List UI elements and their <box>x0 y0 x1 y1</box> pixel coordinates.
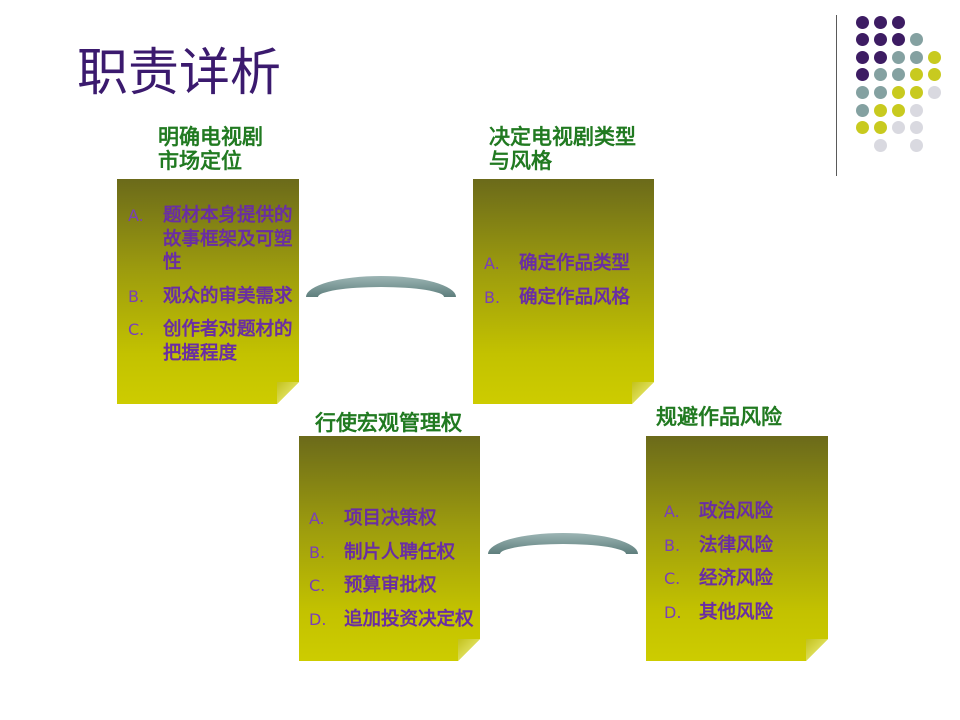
heading-line: 明确电视剧 <box>158 125 263 149</box>
item-label: B. <box>664 535 681 555</box>
decor-dot <box>909 103 923 117</box>
decor-dot <box>909 121 923 135</box>
decor-dot <box>855 50 869 64</box>
card-heading: 决定电视剧类型 与风格 <box>489 125 636 173</box>
folded-corner <box>806 639 828 661</box>
folded-corner <box>632 382 654 404</box>
decor-dot <box>891 15 905 29</box>
slide-title: 职责详析 <box>77 44 282 103</box>
heading-line: 行使宏观管理权 <box>315 411 462 435</box>
item-label: A. <box>309 509 325 528</box>
connector-arc <box>488 533 638 554</box>
list-item: B. 观众的审美需求 <box>128 285 299 309</box>
item-label: B. <box>484 287 501 307</box>
decor-dot <box>891 50 905 64</box>
item-list: A. 政治风险 B. 法律风险 C. 经济风险 D. 其他风险 <box>664 500 828 624</box>
item-label: A. <box>484 254 500 273</box>
folded-corner <box>458 639 480 661</box>
heading-line: 市场定位 <box>158 149 242 173</box>
list-item: A. 确定作品类型 <box>484 252 654 276</box>
list-item: D. 追加投资决定权 <box>309 608 480 632</box>
decor-dot <box>927 85 941 99</box>
item-label: B. <box>309 542 326 562</box>
decor-dot <box>909 50 923 64</box>
item-list: A. 确定作品类型 B. 确定作品风格 <box>484 252 654 309</box>
decor-dot <box>891 85 905 99</box>
decor-dot <box>891 103 905 117</box>
list-item: C. 预算审批权 <box>309 574 480 598</box>
decor-dot <box>909 138 923 152</box>
item-text: 题材本身提供的故事框架及可塑性 <box>163 205 293 273</box>
heading-line: 规避作品风险 <box>656 405 782 429</box>
decor-dot <box>909 85 923 99</box>
decor-dot <box>909 68 923 82</box>
item-label: C. <box>664 569 681 588</box>
card-heading: 明确电视剧 市场定位 <box>158 125 263 173</box>
item-text: 创作者对题材的把握程度 <box>163 319 293 364</box>
decor-dot <box>891 121 905 135</box>
item-text: 其他风险 <box>699 601 774 623</box>
item-label: B. <box>128 286 145 306</box>
list-item: A. 项目决策权 <box>309 507 480 531</box>
decor-divider <box>836 15 837 176</box>
decor-dot <box>855 33 869 47</box>
decor-dot <box>855 15 869 29</box>
item-text: 预算审批权 <box>344 575 437 596</box>
list-item: D. 其他风险 <box>664 601 828 625</box>
item-text: 追加投资决定权 <box>344 608 474 630</box>
card-genre-style: A. 确定作品类型 B. 确定作品风格 <box>473 179 654 404</box>
item-list: A. 题材本身提供的故事框架及可塑性 B. 观众的审美需求 C. 创作者对题材的… <box>128 204 299 365</box>
card-macro-management: A. 项目决策权 B. 制片人聘任权 C. 预算审批权 D. 追加投资决定权 <box>299 436 480 661</box>
item-text: 制片人聘任权 <box>344 541 456 563</box>
decor-dot <box>873 85 887 99</box>
decor-dot <box>909 33 923 47</box>
item-text: 确定作品风格 <box>519 286 631 308</box>
decor-dot <box>927 68 941 82</box>
list-item: B. 确定作品风格 <box>484 286 654 310</box>
decor-dot <box>873 15 887 29</box>
item-label: A. <box>128 206 144 225</box>
decor-dot <box>855 68 869 82</box>
decor-dot <box>873 68 887 82</box>
card-heading: 行使宏观管理权 <box>315 411 462 435</box>
list-item: A. 题材本身提供的故事框架及可塑性 <box>128 204 299 275</box>
item-label: D. <box>309 609 327 629</box>
decor-dot <box>855 85 869 99</box>
decor-dot <box>891 68 905 82</box>
item-text: 确定作品类型 <box>519 253 631 274</box>
item-text: 观众的审美需求 <box>163 285 293 307</box>
item-text: 法律风险 <box>699 534 774 556</box>
item-label: D. <box>664 602 682 622</box>
decor-dot <box>855 103 869 117</box>
list-item: B. 法律风险 <box>664 534 828 558</box>
card-market-positioning: A. 题材本身提供的故事框架及可塑性 B. 观众的审美需求 C. 创作者对题材的… <box>117 179 299 404</box>
item-label: C. <box>309 576 326 595</box>
decor-dot <box>891 33 905 47</box>
folded-corner <box>277 382 299 404</box>
list-item: C. 创作者对题材的把握程度 <box>128 318 299 365</box>
connector-arc <box>306 276 456 297</box>
decor-dot <box>927 50 941 64</box>
decor-dot <box>873 103 887 117</box>
item-text: 项目决策权 <box>344 508 437 529</box>
item-list: A. 项目决策权 B. 制片人聘任权 C. 预算审批权 D. 追加投资决定权 <box>309 507 480 631</box>
decor-dot <box>873 121 887 135</box>
heading-line: 决定电视剧类型 <box>489 125 636 149</box>
item-text: 政治风险 <box>699 501 774 522</box>
list-item: C. 经济风险 <box>664 567 828 591</box>
list-item: B. 制片人聘任权 <box>309 541 480 565</box>
card-risk-avoidance: A. 政治风险 B. 法律风险 C. 经济风险 D. 其他风险 <box>646 436 828 661</box>
decor-dot <box>873 33 887 47</box>
item-label: C. <box>128 320 145 339</box>
heading-line: 与风格 <box>489 149 552 173</box>
decor-dot <box>873 138 887 152</box>
decor-dot <box>855 121 869 135</box>
item-text: 经济风险 <box>699 568 774 589</box>
item-label: A. <box>664 502 680 521</box>
decor-dot <box>873 50 887 64</box>
list-item: A. 政治风险 <box>664 500 828 524</box>
card-heading: 规避作品风险 <box>656 405 782 429</box>
